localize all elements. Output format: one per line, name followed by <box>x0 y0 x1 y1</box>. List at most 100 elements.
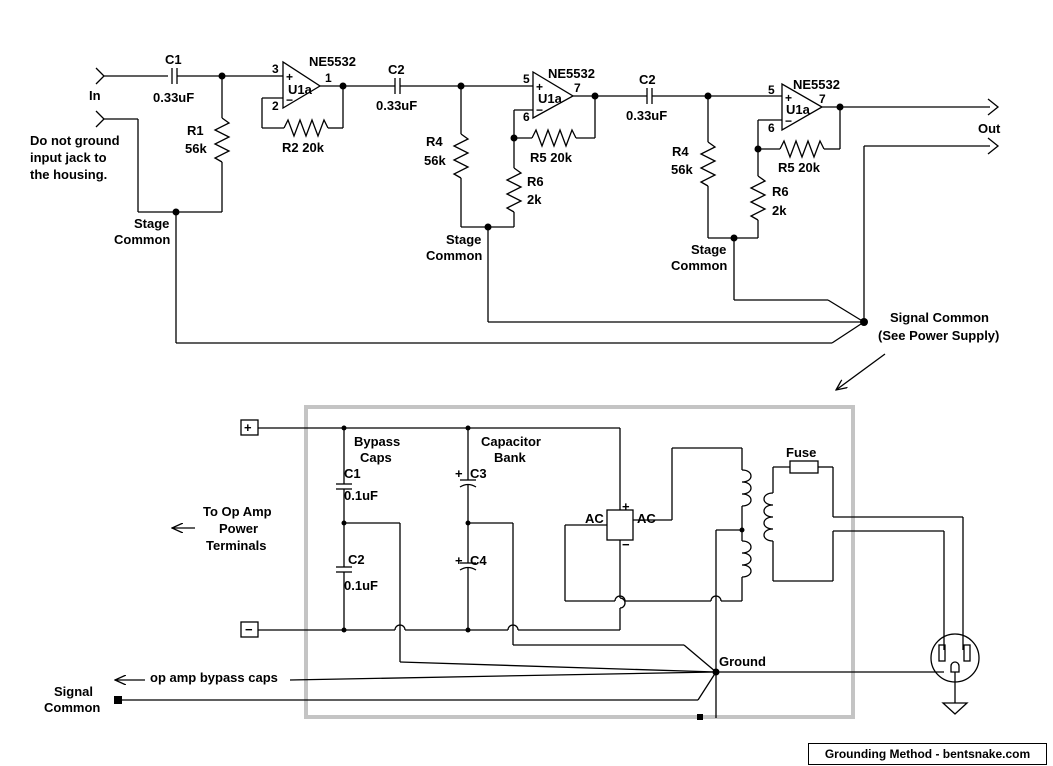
stage2-r6-value: 2k <box>527 192 542 207</box>
ac-plug-icon <box>930 633 980 715</box>
ps-signal-common-2: Common <box>44 700 100 715</box>
svg-text:−: − <box>785 114 792 128</box>
stage1-opamp-part: NE5532 <box>309 54 356 69</box>
stage1-pin-pos: 3 <box>272 62 279 76</box>
ps-signal-common-1: Signal <box>54 684 93 699</box>
ps-c2-name: C2 <box>348 552 365 567</box>
bank-label-1: Capacitor <box>481 434 541 449</box>
stage1-pin-neg: 2 <box>272 99 279 113</box>
svg-text:+: + <box>785 91 792 105</box>
stage1-r1-name: R1 <box>187 123 204 138</box>
stage2-opamp-ref: U1a <box>538 91 563 106</box>
to-opamp-line-1: To Op Amp <box>203 504 272 519</box>
svg-text:+: + <box>536 80 543 94</box>
stage2-r4-resistor <box>452 86 514 228</box>
bridge-minus: − <box>622 537 630 552</box>
supply-rails <box>258 427 626 631</box>
stage3-opamp-ref: U1a <box>786 102 811 117</box>
bank-label-2: Bank <box>494 450 527 465</box>
bypass-label-2: Caps <box>360 450 392 465</box>
stage2-common-line-1: Stage <box>446 232 481 247</box>
stage2-r5-label: R5 20k <box>530 150 573 165</box>
to-opamp-line-3: Terminals <box>206 538 266 553</box>
stage2-pin-neg: 6 <box>523 110 530 124</box>
stage2-r4-value: 56k <box>424 153 446 168</box>
enclosure-outline <box>304 405 855 719</box>
stage1-r2-label: R2 20k <box>282 140 325 155</box>
ground-node <box>712 668 720 676</box>
bridge-plus: + <box>622 499 630 514</box>
c4-polarity: + <box>455 553 463 568</box>
stage1-pin-out: 1 <box>325 71 332 85</box>
transformer <box>715 448 834 718</box>
ground-star <box>120 671 944 701</box>
stage2-c2-capacitor <box>343 78 533 94</box>
stage1-opamp: + − <box>261 60 344 138</box>
ps-c2-value: 0.1uF <box>344 578 378 593</box>
svg-text:−: − <box>286 93 293 107</box>
signal-common-terminal <box>114 696 122 704</box>
stage3-c2-capacitor <box>595 88 782 104</box>
stage3-r5-label: R5 20k <box>778 160 821 175</box>
ps-c4-name: C4 <box>470 553 487 568</box>
stage1-r1-value: 56k <box>185 141 207 156</box>
stage3-common-line-1: Stage <box>691 242 726 257</box>
output-label: Out <box>978 121 1001 136</box>
stage2-r6-name: R6 <box>527 174 544 189</box>
signal-common-arrow <box>836 353 886 390</box>
stage3-r6-value: 2k <box>772 203 787 218</box>
bypass-arrow-label: op amp bypass caps <box>150 670 278 685</box>
input-note-line-3: the housing. <box>30 167 107 182</box>
bridge-ac-right: AC <box>637 511 656 526</box>
stage3-r6-name: R6 <box>772 184 789 199</box>
ps-c1-name: C1 <box>344 466 361 481</box>
signal-common-note-1: Signal Common <box>890 310 989 325</box>
stage3-r4-value: 56k <box>671 162 693 177</box>
fuse <box>789 460 964 650</box>
stage2-c2-name: C2 <box>388 62 405 77</box>
stage1-c1-name: C1 <box>165 52 182 67</box>
signal-common-note-2: (See Power Supply) <box>878 328 999 343</box>
input-jack <box>95 67 176 213</box>
stage2-pin-out: 7 <box>574 81 581 95</box>
c3-polarity: + <box>455 466 463 481</box>
signal-common-node <box>860 318 868 326</box>
capacitor-bank <box>459 428 717 673</box>
stage3-c2-name: C2 <box>639 72 656 87</box>
footer-caption: Grounding Method - bentsnake.com <box>808 743 1047 765</box>
stage3-common-line-2: Common <box>671 258 727 273</box>
bridge-ac-left: AC <box>585 511 604 526</box>
to-opamp-line-2: Power <box>219 521 258 536</box>
ps-c1-value: 0.1uF <box>344 488 378 503</box>
bypass-caps <box>336 428 717 673</box>
bypass-label-1: Bypass <box>354 434 400 449</box>
bridge-rectifier <box>564 447 742 602</box>
ps-c3-name: C3 <box>470 466 487 481</box>
svg-text:+: + <box>286 70 293 84</box>
input-note-line-1: Do not ground <box>30 133 120 148</box>
input-note-line-2: input jack to <box>30 150 107 165</box>
stage3-r4-resistor <box>699 96 758 239</box>
stage3-opamp: + − <box>749 82 841 238</box>
stage1-opamp-ref: U1a <box>288 82 313 97</box>
stage3-c2-value: 0.33uF <box>626 108 667 123</box>
stage3-fb-node <box>754 145 762 153</box>
stage3-pin-pos: 5 <box>768 83 775 97</box>
svg-text:−: − <box>536 103 543 117</box>
signal-common-wiring <box>175 212 865 344</box>
stage1-r1-resistor <box>176 76 231 213</box>
stage3-r4-name: R4 <box>672 144 689 159</box>
minus-terminal-symbol: − <box>245 622 253 637</box>
fuse-label: Fuse <box>786 445 816 460</box>
stage2-fb-node <box>510 134 518 142</box>
stage2-pin-pos: 5 <box>523 72 530 86</box>
stage3-pin-neg: 6 <box>768 121 775 135</box>
stage2-opamp: + − <box>505 70 596 227</box>
stage2-opamp-part: NE5532 <box>548 66 595 81</box>
plus-terminal-symbol: + <box>244 420 252 435</box>
ground-label: Ground <box>719 654 766 669</box>
stage2-c2-value: 0.33uF <box>376 98 417 113</box>
stage2-r4-name: R4 <box>426 134 443 149</box>
stage3-opamp-part: NE5532 <box>793 77 840 92</box>
